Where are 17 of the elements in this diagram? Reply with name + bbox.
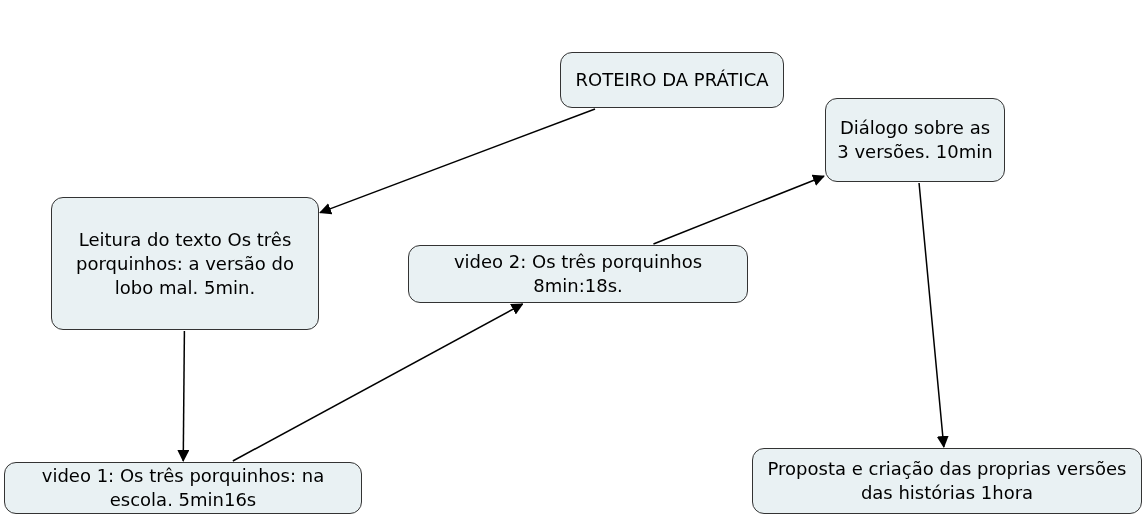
arrow [177, 330, 190, 462]
process-box [408, 245, 748, 303]
box-text: Diálogo sobre as 3 versões. 10min [836, 116, 994, 164]
box-text: Leitura do texto Os três porquinhos: a versão do lobo mal. 5min. [75, 227, 295, 300]
process-box [752, 448, 1142, 514]
process-box [560, 52, 784, 108]
arrow [918, 182, 949, 448]
process-box [825, 98, 1005, 182]
box-text: ROTEIRO DA PRÁTICA [575, 68, 769, 92]
box-text: Proposta e criação das proprias versões das histórias 1hora [766, 457, 1128, 505]
arrow [652, 174, 825, 245]
process-box [4, 462, 362, 514]
arrow [319, 108, 596, 215]
process-box [51, 197, 319, 330]
box-text: video 2: Os três porquinhos 8min:18s. [452, 250, 704, 298]
box-text: video 1: Os três porquinhos: na escola. 5min16s [40, 464, 326, 512]
arrow [232, 303, 524, 462]
